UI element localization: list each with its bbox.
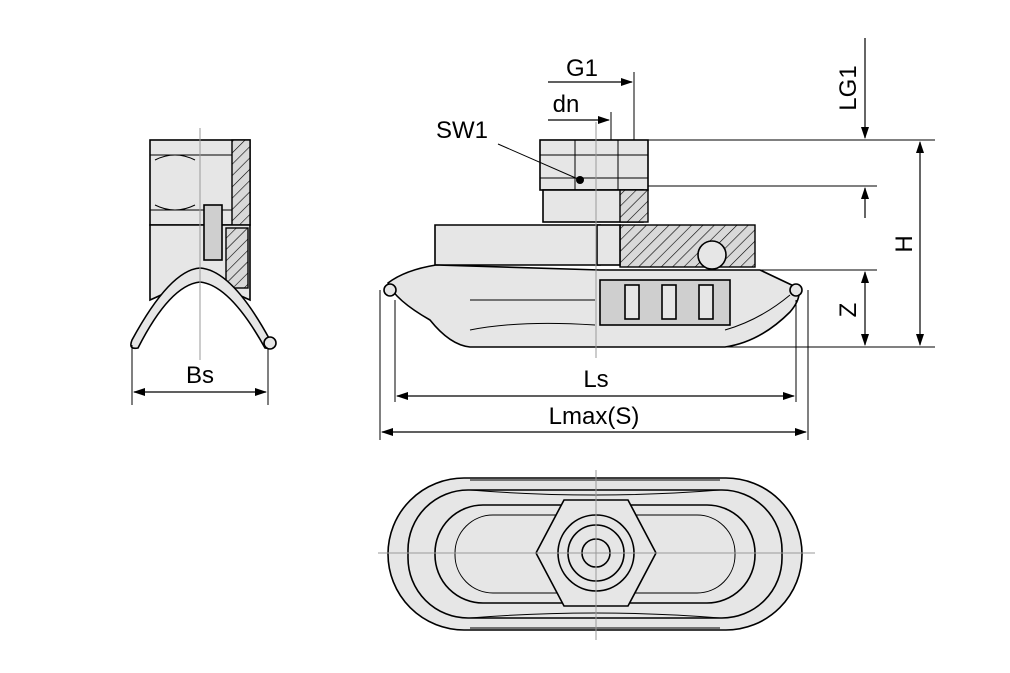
side-hatch-lower	[225, 227, 249, 289]
lmax-label: Lmax(S)	[549, 403, 640, 430]
sw1-leader	[497, 143, 579, 180]
side-nut-curves	[154, 154, 196, 211]
front-body-top	[434, 224, 601, 266]
sw1-point	[576, 176, 584, 184]
front-fitting-hatch	[619, 189, 649, 223]
ls-label: Ls	[583, 366, 608, 393]
bs-label: Bs	[186, 362, 214, 389]
side-lip-end	[263, 336, 277, 350]
front-body-pin	[697, 240, 727, 270]
rib-2	[661, 284, 677, 320]
side-lip	[130, 267, 273, 350]
z-label: Z	[835, 303, 862, 318]
top-view	[378, 470, 815, 640]
front-nut-edges	[540, 140, 648, 190]
front-pad-end-left	[383, 283, 397, 297]
lg1-label: LG1	[835, 65, 862, 110]
front-pad-edges	[469, 294, 791, 331]
front-nut	[539, 139, 649, 191]
front-pad-end-right	[789, 283, 803, 297]
front-pad	[387, 264, 800, 348]
h-label: H	[891, 235, 918, 252]
dn-label: dn	[553, 91, 580, 118]
rib-1	[624, 284, 640, 320]
front-view: G1 dn SW1 LG1 H Z Ls Lmax(S)	[379, 38, 935, 440]
side-insert	[203, 204, 223, 261]
front-body-bore	[596, 224, 621, 266]
top-flat-curves	[469, 489, 721, 619]
side-view: Bs	[130, 128, 277, 405]
sw1-label: SW1	[436, 117, 488, 144]
top-flat-edges	[470, 479, 720, 629]
front-body-hatch	[619, 224, 756, 268]
g1-label: G1	[566, 55, 598, 82]
rib-3	[698, 284, 714, 320]
side-hatch-upper	[231, 139, 251, 226]
